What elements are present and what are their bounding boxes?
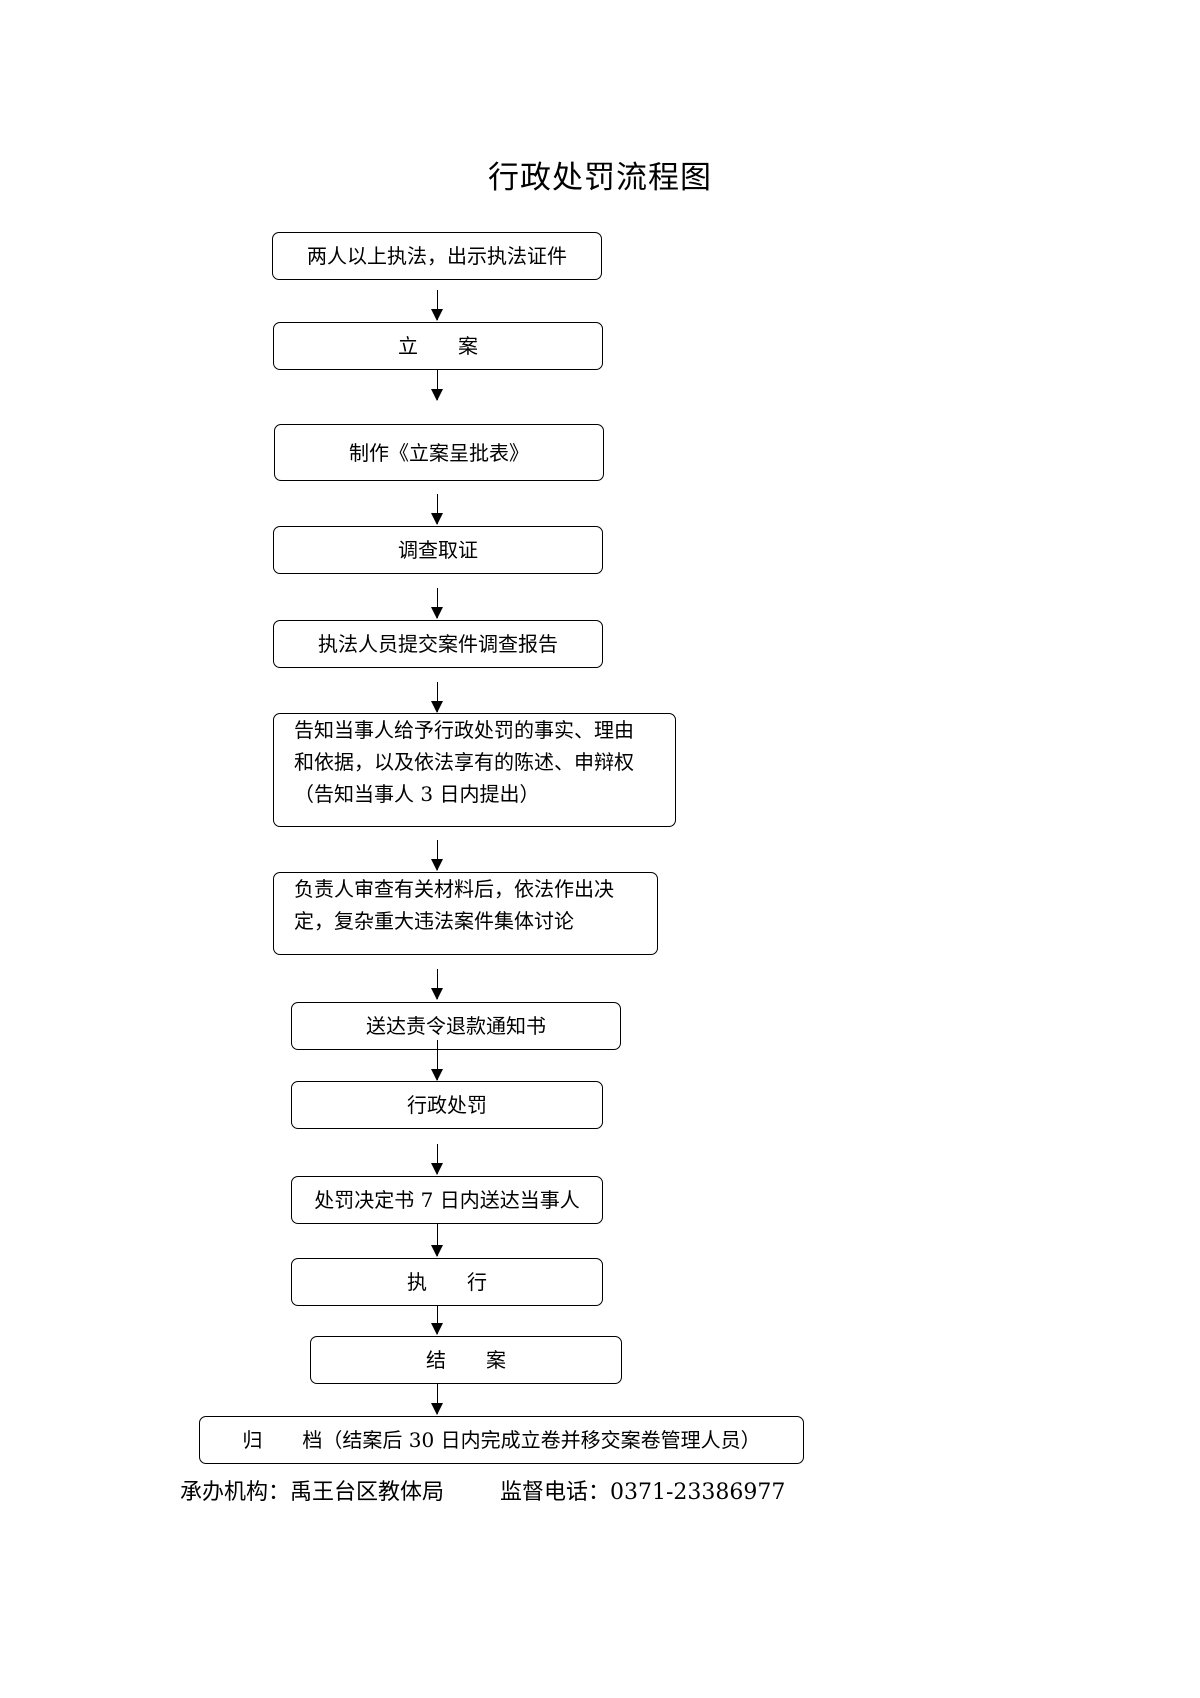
step-show-credentials: 两人以上执法，出示执法证件 [272, 232, 602, 280]
arrow-10 [431, 1224, 444, 1257]
step-label: 执 行 [407, 1270, 487, 1294]
arrow-9 [431, 1144, 444, 1175]
step-investigate: 调查取证 [273, 526, 603, 574]
step-refund-notice: 送达责令退款通知书 [291, 1002, 621, 1050]
step-administrative-penalty: 行政处罚 [291, 1081, 603, 1129]
step-label: 送达责令退款通知书 [366, 1014, 546, 1038]
page-title: 行政处罚流程图 [488, 160, 712, 196]
step-notify-party: 告知当事人给予行政处罚的事实、理由 和依据，以及依法享有的陈述、申辩权 （告知当… [273, 713, 676, 827]
footer: 承办机构：禹王台区教体局 监督电话：0371-23386977 [180, 1474, 785, 1506]
step-label: 立 案 [398, 334, 478, 358]
step-archive: 归 档（结案后 30 日内完成立卷并移交案卷管理人员） [199, 1416, 804, 1464]
step-approval-form: 制作《立案呈批表》 [274, 424, 604, 481]
arrow-1 [431, 290, 444, 321]
arrow-8 [431, 1040, 444, 1081]
arrow-11 [431, 1306, 444, 1335]
arrow-6 [431, 840, 444, 871]
footer-gap [444, 1480, 500, 1505]
org-label: 承办机构： [180, 1480, 291, 1505]
step-label: 调查取证 [398, 538, 478, 562]
step-label-line-1: 告知当事人给予行政处罚的事实、理由 [294, 718, 634, 742]
step-execute: 执 行 [291, 1258, 603, 1306]
step-label-line-1: 负责人审查有关材料后，依法作出决 [294, 877, 614, 901]
arrow-12 [431, 1384, 444, 1415]
step-label-line-2: 和依据，以及依法享有的陈述、申辩权 [294, 750, 634, 774]
step-deliver-decision: 处罚决定书 7 日内送达当事人 [291, 1176, 603, 1224]
org-name: 禹王台区教体局 [290, 1480, 445, 1505]
arrow-3 [431, 494, 444, 525]
step-review-decision: 负责人审查有关材料后，依法作出决 定，复杂重大违法案件集体讨论 [273, 872, 658, 955]
step-label: 执法人员提交案件调查报告 [318, 632, 558, 656]
step-register-case: 立 案 [273, 322, 603, 370]
arrow-5 [431, 682, 444, 713]
step-label: 归 档（结案后 30 日内完成立卷并移交案卷管理人员） [242, 1428, 761, 1452]
arrow-4 [431, 588, 444, 619]
step-label-line-2: 定，复杂重大违法案件集体讨论 [294, 909, 574, 933]
step-label: 处罚决定书 7 日内送达当事人 [314, 1188, 580, 1212]
step-label-line-3: （告知当事人 3 日内提出） [294, 782, 540, 806]
step-label: 两人以上执法，出示执法证件 [307, 244, 567, 268]
step-label: 行政处罚 [407, 1093, 487, 1117]
step-submit-report: 执法人员提交案件调查报告 [273, 620, 603, 668]
step-label: 结 案 [426, 1348, 506, 1372]
step-label: 制作《立案呈批表》 [349, 440, 529, 465]
phone-label: 监督电话： [499, 1480, 610, 1505]
arrow-7 [431, 969, 444, 1000]
arrow-2 [431, 370, 444, 401]
step-close-case: 结 案 [310, 1336, 622, 1384]
phone-number: 0371-23386977 [610, 1480, 786, 1505]
